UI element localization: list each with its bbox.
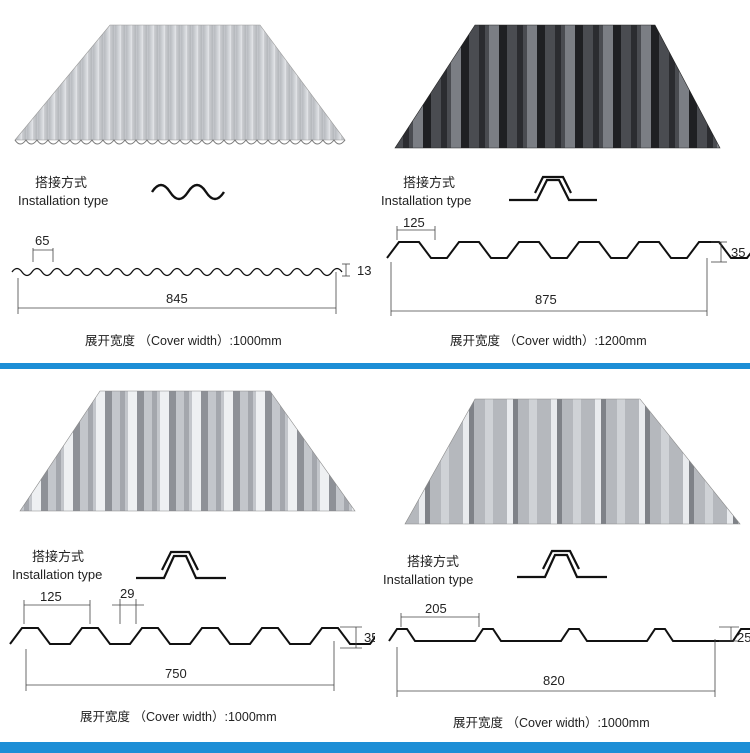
silver-trapezoid-sheet-image xyxy=(19,390,356,512)
effective-width-dimension: 845 xyxy=(166,291,188,306)
height-dimension: 25 xyxy=(737,630,750,645)
install-label-en: Installation type xyxy=(381,193,472,208)
dark-trapezoid-sheet-image xyxy=(394,24,721,149)
profile-drawing xyxy=(388,628,750,642)
panel-3-graphics xyxy=(9,390,375,691)
install-label-en: Installation type xyxy=(12,567,103,582)
install-label-cn: 搭接方式 xyxy=(403,176,456,191)
height-dimension: 13 xyxy=(357,263,372,278)
sheet-edge xyxy=(14,139,346,145)
cover-text: （Cover width）:1000mm xyxy=(506,716,650,730)
cover-width-label: 展开宽度 （Cover width）:1000mm xyxy=(80,706,277,725)
install-label-cn: 搭接方式 xyxy=(407,555,460,570)
install-label-cn: 搭接方式 xyxy=(35,176,88,191)
installation-icon xyxy=(517,549,607,579)
profile-drawing xyxy=(9,627,375,645)
panel-corrugated-845: 搭接方式 Installation type 65 13 845 展开宽度 （C… xyxy=(0,0,375,363)
profile-drawing xyxy=(11,267,343,277)
installation-icon xyxy=(136,550,226,580)
install-label-en: Installation type xyxy=(18,193,109,208)
cover-width-label: 展开宽度 （Cover width）:1000mm xyxy=(85,330,282,349)
wide-trapezoid-sheet-image xyxy=(404,398,741,525)
bottom-divider xyxy=(0,742,750,753)
panel-4-graphics xyxy=(388,398,750,697)
effective-width-dimension: 750 xyxy=(165,666,187,681)
install-label-cn: 搭接方式 xyxy=(32,550,85,565)
corrugated-sheet-image xyxy=(14,24,346,141)
pitch-dimension: 65 xyxy=(35,233,50,248)
cover-prefix: 展开宽度 xyxy=(453,715,504,730)
cover-text: （Cover width）:1000mm xyxy=(138,334,282,348)
pitch-dimension: 125 xyxy=(40,589,62,604)
panel-trapezoid-750: 搭接方式 Installation type 125 29 35 750 展开宽… xyxy=(0,369,375,742)
crest-dimension: 29 xyxy=(120,586,135,601)
dimension-lines xyxy=(396,613,739,697)
cover-prefix: 展开宽度 xyxy=(450,333,501,348)
cover-text: （Cover width）:1000mm xyxy=(133,710,277,724)
dimension-lines xyxy=(17,248,350,314)
panel-trapezoid-820: 搭接方式 Installation type 205 25 820 展开宽度 （… xyxy=(375,369,750,742)
cover-prefix: 展开宽度 xyxy=(85,333,136,348)
profile-drawing xyxy=(386,241,750,259)
installation-icon xyxy=(509,175,597,202)
panel-2-graphics xyxy=(386,24,750,316)
pitch-dimension: 125 xyxy=(403,215,425,230)
pitch-dimension: 205 xyxy=(425,601,447,616)
panel-trapezoid-875: 搭接方式 Installation type 125 35 875 展开宽度 （… xyxy=(375,0,750,363)
panel-1-graphics xyxy=(11,24,350,314)
cover-width-label: 展开宽度 （Cover width）:1000mm xyxy=(453,712,650,731)
section-divider xyxy=(0,363,750,369)
cover-prefix: 展开宽度 xyxy=(80,709,131,724)
install-label-en: Installation type xyxy=(383,572,474,587)
effective-width-dimension: 820 xyxy=(543,673,565,688)
height-dimension: 35 xyxy=(364,630,375,645)
dimension-lines xyxy=(390,226,727,316)
height-dimension: 35 xyxy=(731,245,746,260)
cover-width-label: 展开宽度 （Cover width）:1200mm xyxy=(450,330,647,349)
installation-icon xyxy=(150,183,226,201)
dimension-lines xyxy=(23,599,362,691)
cover-text: （Cover width）:1200mm xyxy=(503,334,647,348)
effective-width-dimension: 875 xyxy=(535,292,557,307)
